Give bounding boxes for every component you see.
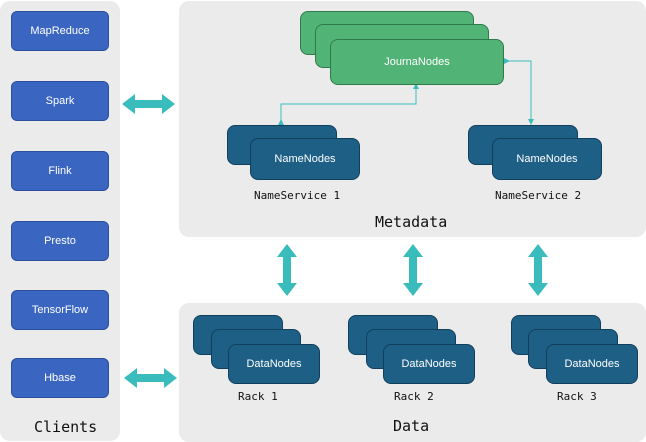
- namenode-2-front[interactable]: NameNodes: [492, 138, 602, 180]
- client-flink[interactable]: Flink: [11, 151, 109, 191]
- client-mapreduce[interactable]: MapReduce: [11, 11, 109, 51]
- datanode-r2-front[interactable]: DataNodes: [383, 344, 475, 384]
- nameservice-2-label: NameService 2: [495, 189, 582, 202]
- clients-data-arrow: [124, 368, 177, 388]
- datanode-r3-front[interactable]: DataNodes: [546, 344, 638, 384]
- datanode-r1-front[interactable]: DataNodes: [228, 344, 320, 384]
- client-hbase[interactable]: Hbase: [11, 358, 109, 398]
- rack-2-label: Rack 2: [394, 390, 434, 403]
- metadata-data-arrow-2: [403, 244, 423, 296]
- clients-title: Clients: [34, 418, 98, 436]
- journal-ns1-connector: [278, 83, 419, 125]
- nameservice-1-label: NameService 1: [254, 189, 341, 202]
- clients-metadata-arrow: [122, 94, 175, 114]
- client-presto[interactable]: Presto: [11, 221, 109, 261]
- client-tensorflow[interactable]: TensorFlow: [11, 290, 109, 330]
- metadata-data-arrow-1: [277, 244, 297, 296]
- journal-ns2-connector: [504, 58, 534, 125]
- metadata-data-arrow-3: [528, 244, 548, 296]
- client-spark[interactable]: Spark: [11, 81, 109, 121]
- namenode-1-front[interactable]: NameNodes: [250, 138, 360, 180]
- data-title: Data: [393, 417, 430, 435]
- rack-1-label: Rack 1: [238, 390, 278, 403]
- rack-3-label: Rack 3: [557, 390, 597, 403]
- journal-node-front[interactable]: JournaNodes: [330, 39, 504, 85]
- metadata-title: Metadata: [375, 213, 448, 231]
